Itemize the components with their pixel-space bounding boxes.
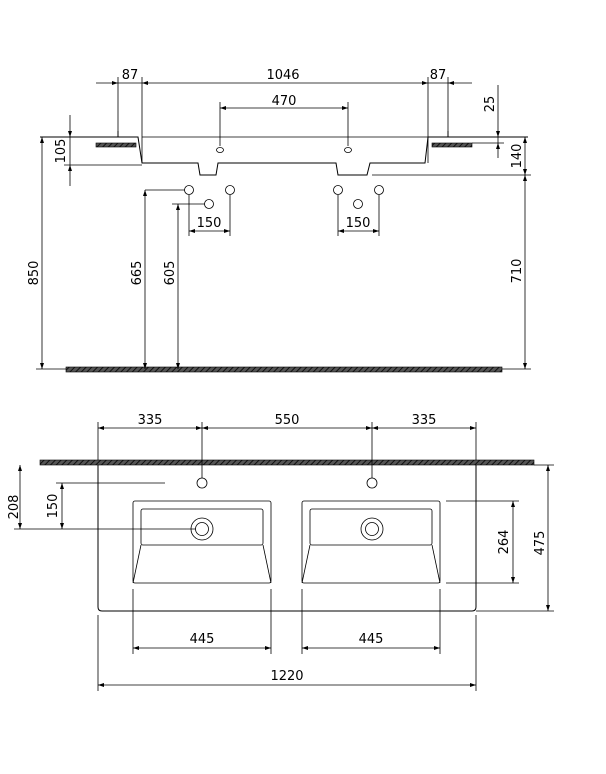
bowl-right-drain-outer — [360, 517, 384, 541]
bowl-right-inner — [309, 508, 433, 546]
dim-floor-to-waste-b: 605 — [163, 261, 178, 286]
waste-outlet-1 — [184, 185, 194, 195]
dim-floor-to-top: 850 — [27, 261, 42, 286]
waste-outlet-5 — [374, 185, 384, 195]
dim-total-depth: 475 — [533, 531, 548, 556]
dim-waste-spacing-right: 150 — [346, 216, 371, 231]
basin-profile — [40, 131, 528, 176]
tap-hole-right — [344, 147, 352, 153]
dim-tap-to-tap: 550 — [275, 413, 300, 428]
bowl-left-outer — [132, 500, 272, 584]
bowl-right-slope — [301, 544, 441, 584]
dim-overhang-left: 87 — [122, 68, 139, 83]
dim-span-total: 1046 — [266, 68, 299, 83]
dim-edge-to-tap-left: 335 — [138, 413, 163, 428]
dim-edge-to-tap-right: 335 — [412, 413, 437, 428]
bowl-left-inner — [140, 508, 264, 546]
dim-floor-to-bottom: 710 — [510, 259, 525, 284]
bowl-right-drain-inner — [365, 522, 379, 536]
plan-view: 335 550 335 208 150 264 475 — [7, 413, 554, 691]
dim-bowl-depth-side: 140 — [510, 144, 525, 169]
dim-floor-to-waste-a: 665 — [130, 261, 145, 286]
waste-outlet-6 — [353, 199, 363, 209]
dim-tap-to-bowl-center: 150 — [46, 494, 61, 519]
countertop-outline — [97, 465, 477, 612]
dim-wall-to-bowl-center: 208 — [7, 495, 22, 520]
floor-line — [65, 366, 503, 373]
dim-waste-spacing-left: 150 — [197, 216, 222, 231]
bowl-left-drain-inner — [195, 522, 209, 536]
plan-wall — [39, 459, 535, 466]
plan-tap-hole-right — [366, 477, 378, 489]
dim-bowl-depth-plan: 264 — [497, 530, 512, 555]
wall-bracket-left — [95, 142, 137, 148]
dim-overhang-right: 87 — [430, 68, 447, 83]
bowl-left-slope — [132, 544, 272, 584]
plan-tap-hole-left — [196, 477, 208, 489]
dim-bowl-width-right: 445 — [359, 632, 384, 647]
dim-bowl-width-left: 445 — [190, 632, 215, 647]
side-view: 87 1046 87 470 105 850 665 605 — [27, 68, 531, 373]
dim-tap-spacing: 470 — [272, 94, 297, 109]
tap-hole-left — [216, 147, 224, 153]
dim-total-width: 1220 — [270, 669, 303, 684]
bowl-right-outer — [301, 500, 441, 584]
waste-outlet-4 — [333, 185, 343, 195]
waste-outlet-2 — [225, 185, 235, 195]
dim-slab-height: 105 — [54, 139, 69, 164]
dim-top-offset: 25 — [483, 96, 498, 113]
wall-bracket-right — [431, 142, 473, 148]
waste-outlet-3 — [204, 199, 214, 209]
